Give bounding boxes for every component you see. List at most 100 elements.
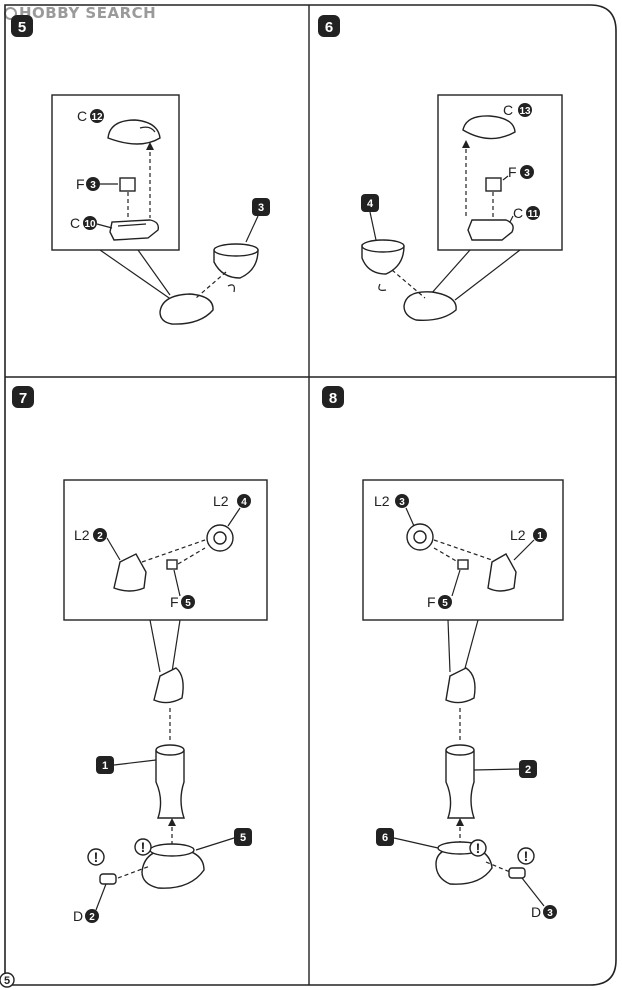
hook-part <box>113 553 147 592</box>
callout-number: 3 <box>90 180 96 191</box>
part-number: 2 <box>525 764 531 776</box>
callout-prefix: D <box>531 904 541 920</box>
callout-prefix: L2 <box>213 493 229 509</box>
part-number: 3 <box>258 202 264 214</box>
caution-icon: ! <box>517 847 535 865</box>
panel-step-5: 5 C 12 F 3 <box>11 15 270 325</box>
panel-step-6: 6 C 13 F 3 C 11 <box>318 15 563 321</box>
caution-icon: ! <box>134 838 152 856</box>
callout-d2: D 2 <box>73 883 107 924</box>
detail-box <box>362 479 564 621</box>
callout-l2-2: L2 2 <box>74 527 121 561</box>
part-number: 4 <box>367 198 374 210</box>
part-badge-1: 1 <box>96 756 157 774</box>
caution-icon: ! <box>469 839 487 857</box>
panel-step-8: 8 L2 3 L2 1 F 5 <box>322 386 564 920</box>
callout-l2-1: L2 1 <box>510 527 547 561</box>
callout-number: 11 <box>528 209 539 220</box>
callout-number: 4 <box>241 497 247 508</box>
callout-prefix: C <box>70 215 80 231</box>
base-part <box>109 219 160 241</box>
callout-prefix: L2 <box>510 527 526 543</box>
caution-mark: ! <box>524 848 529 864</box>
watermark-text: HOBBY SEARCH <box>19 4 157 22</box>
part-badge-4: 4 <box>361 194 379 241</box>
callout-l2-3: L2 3 <box>374 493 415 527</box>
block-part <box>485 177 502 192</box>
callout-c11: C 11 <box>509 205 540 223</box>
step-badge: 5 <box>11 15 33 37</box>
pin-part <box>457 559 469 570</box>
panel-step-7: 7 L2 2 L2 4 F 5 <box>12 386 268 924</box>
part-badge-5: 5 <box>195 828 252 851</box>
callout-c12: C 12 <box>77 108 104 124</box>
callout-prefix: D <box>73 908 83 924</box>
part-badge-3: 3 <box>245 198 270 243</box>
callout-prefix: F <box>427 594 436 610</box>
caution-mark: ! <box>476 840 481 856</box>
callout-f3: F 3 <box>76 176 118 192</box>
step-number: 7 <box>19 390 27 407</box>
callout-f3: F 3 <box>502 164 534 181</box>
callout-c13: C 13 <box>503 102 532 118</box>
joint-part <box>99 873 117 885</box>
leg-part <box>155 745 185 819</box>
part-number: 5 <box>240 832 246 844</box>
part-number: 1 <box>102 760 108 772</box>
block-part <box>119 177 136 192</box>
step-badge: 7 <box>12 386 34 408</box>
callout-number: 1 <box>537 531 543 542</box>
callout-prefix: C <box>77 108 87 124</box>
callout-number: 3 <box>524 168 530 179</box>
caution-icon: ! <box>87 848 105 866</box>
callout-number: 3 <box>547 908 553 919</box>
callout-prefix: L2 <box>374 493 390 509</box>
page-frame <box>4 4 617 986</box>
callout-number: 10 <box>84 219 96 230</box>
callout-number: 2 <box>97 531 103 542</box>
page-number-text: 5 <box>4 975 10 987</box>
detail-box <box>63 479 268 621</box>
callout-number: 5 <box>442 598 448 609</box>
joint-part <box>508 867 526 879</box>
leg-part <box>445 745 475 819</box>
step-badge: 6 <box>318 15 340 37</box>
caution-mark: ! <box>94 849 99 865</box>
detail-box <box>51 94 180 251</box>
step-number: 6 <box>325 19 333 36</box>
head-assembly <box>445 667 476 704</box>
callout-f5: F 5 <box>427 569 461 610</box>
head-assembly <box>153 667 184 704</box>
part-badge-6: 6 <box>376 828 439 849</box>
callout-f5: F 5 <box>170 569 195 610</box>
callout-prefix: C <box>513 205 523 221</box>
callout-number: 5 <box>185 598 191 609</box>
step-number: 5 <box>18 19 26 36</box>
callout-number: 12 <box>91 112 103 123</box>
foot-part <box>403 291 457 321</box>
callout-number: 3 <box>399 497 405 508</box>
step-number: 8 <box>329 390 337 407</box>
callout-prefix: F <box>76 176 85 192</box>
base-part <box>467 219 514 241</box>
part-number: 6 <box>382 832 388 844</box>
dome-part <box>107 119 161 145</box>
callout-d3: D 3 <box>521 877 557 920</box>
callout-prefix: C <box>503 102 513 118</box>
page-number: 5 <box>0 972 15 988</box>
callout-c10: C 10 <box>70 215 113 231</box>
foot-part <box>159 293 214 325</box>
pin-part <box>166 559 178 570</box>
caution-mark: ! <box>141 839 146 855</box>
step-badge: 8 <box>322 386 344 408</box>
part-badge-2: 2 <box>473 760 537 778</box>
detail-box <box>437 94 563 251</box>
callout-number: 2 <box>89 912 95 923</box>
hook-part <box>487 553 517 592</box>
callout-prefix: F <box>170 594 179 610</box>
callout-prefix: F <box>508 164 517 180</box>
callout-l2-4: L2 4 <box>213 493 251 527</box>
callout-number: 13 <box>519 106 531 117</box>
dome-part <box>462 115 516 140</box>
